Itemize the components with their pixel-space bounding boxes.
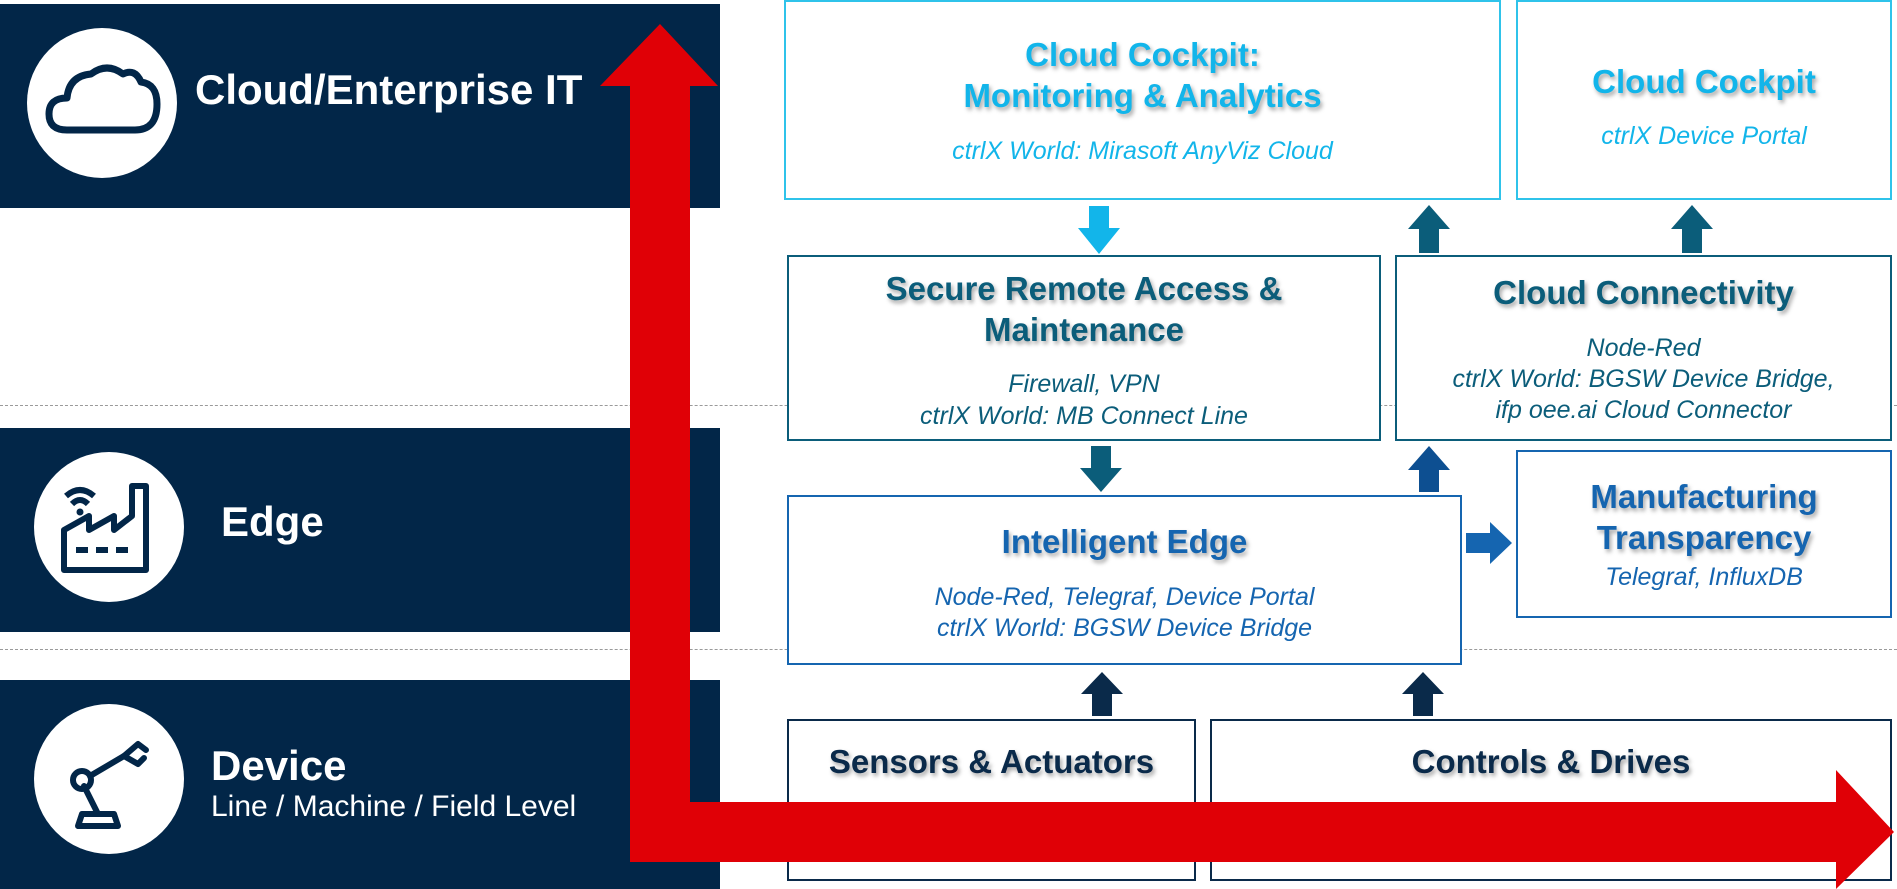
controls-drives-box: Controls & Drives [1210,719,1892,881]
arrow-down-sky [1078,206,1120,254]
manufacturing-transparency-box: Manufacturing Transparency Telegraf, Inf… [1516,450,1892,618]
cloud-cockpit-title: Cloud Cockpit [1592,63,1816,100]
arrow-up-teal-cloud-cockpit-monitoring [1408,205,1450,253]
intelligent-edge-subtitle-2: ctrlX World: BGSW Device Bridge [936,614,1313,642]
cloud-cockpit-monitoring-subtitle: ctrlX World: Mirasoft AnyViz Cloud [952,137,1333,165]
arrow-right-blue [1466,522,1512,564]
cloud-connectivity-box: Cloud Connectivity Node-Red ctrlX World:… [1395,255,1892,441]
cloud-cockpit-subtitle: ctrlX Device Portal [1601,122,1807,150]
factory-icon [61,483,149,573]
secure-remote-access-title-1: Secure Remote Access & [885,270,1283,307]
cloud-connectivity-title: Cloud Connectivity [1493,274,1794,311]
cloud-connectivity-subtitle-3: ifp oee.ai Cloud Connector [1495,396,1792,424]
device-layer-title: Device [211,742,347,789]
cloud-cockpit-box: Cloud Cockpit ctrlX Device Portal [1516,0,1892,200]
arrow-up-teal-cloud-cockpit [1671,205,1713,253]
device-layer-subtitle: Line / Machine / Field Level [211,790,577,823]
secure-remote-access-subtitle-2: ctrlX World: MB Connect Line [920,402,1248,430]
secure-remote-access-title-2: Maintenance [984,311,1184,348]
manufacturing-transparency-title-2: Transparency [1596,519,1812,556]
intelligent-edge-subtitle-1: Node-Red, Telegraf, Device Portal [934,583,1315,611]
factory-icon-circle [34,452,184,602]
edge-layer-panel: Edge [0,428,720,632]
edge-layer-title: Edge [221,498,324,545]
cloud-connectivity-subtitle-1: Node-Red [1586,334,1701,362]
controls-drives-title: Controls & Drives [1411,743,1691,780]
robot-arm-icon-circle [34,704,184,854]
cloud-cockpit-monitoring-box: Cloud Cockpit: Monitoring & Analytics ct… [784,0,1501,200]
cloud-icon [45,64,161,134]
cloud-layer-panel: Cloud/Enterprise IT [0,4,720,208]
secure-remote-access-subtitle-1: Firewall, VPN [1008,370,1160,398]
robot-arm-icon [70,741,149,829]
arrow-up-blue [1408,446,1450,492]
intelligent-edge-title: Intelligent Edge [1001,523,1248,560]
cloud-cockpit-monitoring-title-1: Cloud Cockpit: [1025,36,1260,73]
cloud-cockpit-monitoring-title-2: Monitoring & Analytics [963,77,1322,114]
cloud-connectivity-subtitle-2: ctrlX World: BGSW Device Bridge, [1452,365,1835,393]
arrow-down-teal [1080,446,1122,492]
arrow-up-navy-controls [1402,672,1444,716]
intelligent-edge-box: Intelligent Edge Node-Red, Telegraf, Dev… [787,495,1462,665]
cloud-layer-title: Cloud/Enterprise IT [195,66,583,113]
sensors-actuators-title: Sensors & Actuators [828,743,1155,780]
manufacturing-transparency-subtitle: Telegraf, InfluxDB [1605,563,1803,591]
sensors-actuators-box: Sensors & Actuators [787,719,1196,881]
cloud-icon-circle [27,28,177,178]
manufacturing-transparency-title-1: Manufacturing [1590,478,1818,515]
secure-remote-access-box: Secure Remote Access & Maintenance Firew… [787,255,1381,441]
arrow-up-navy-sensors [1081,672,1123,716]
device-layer-panel: Device Line / Machine / Field Level [0,680,720,889]
